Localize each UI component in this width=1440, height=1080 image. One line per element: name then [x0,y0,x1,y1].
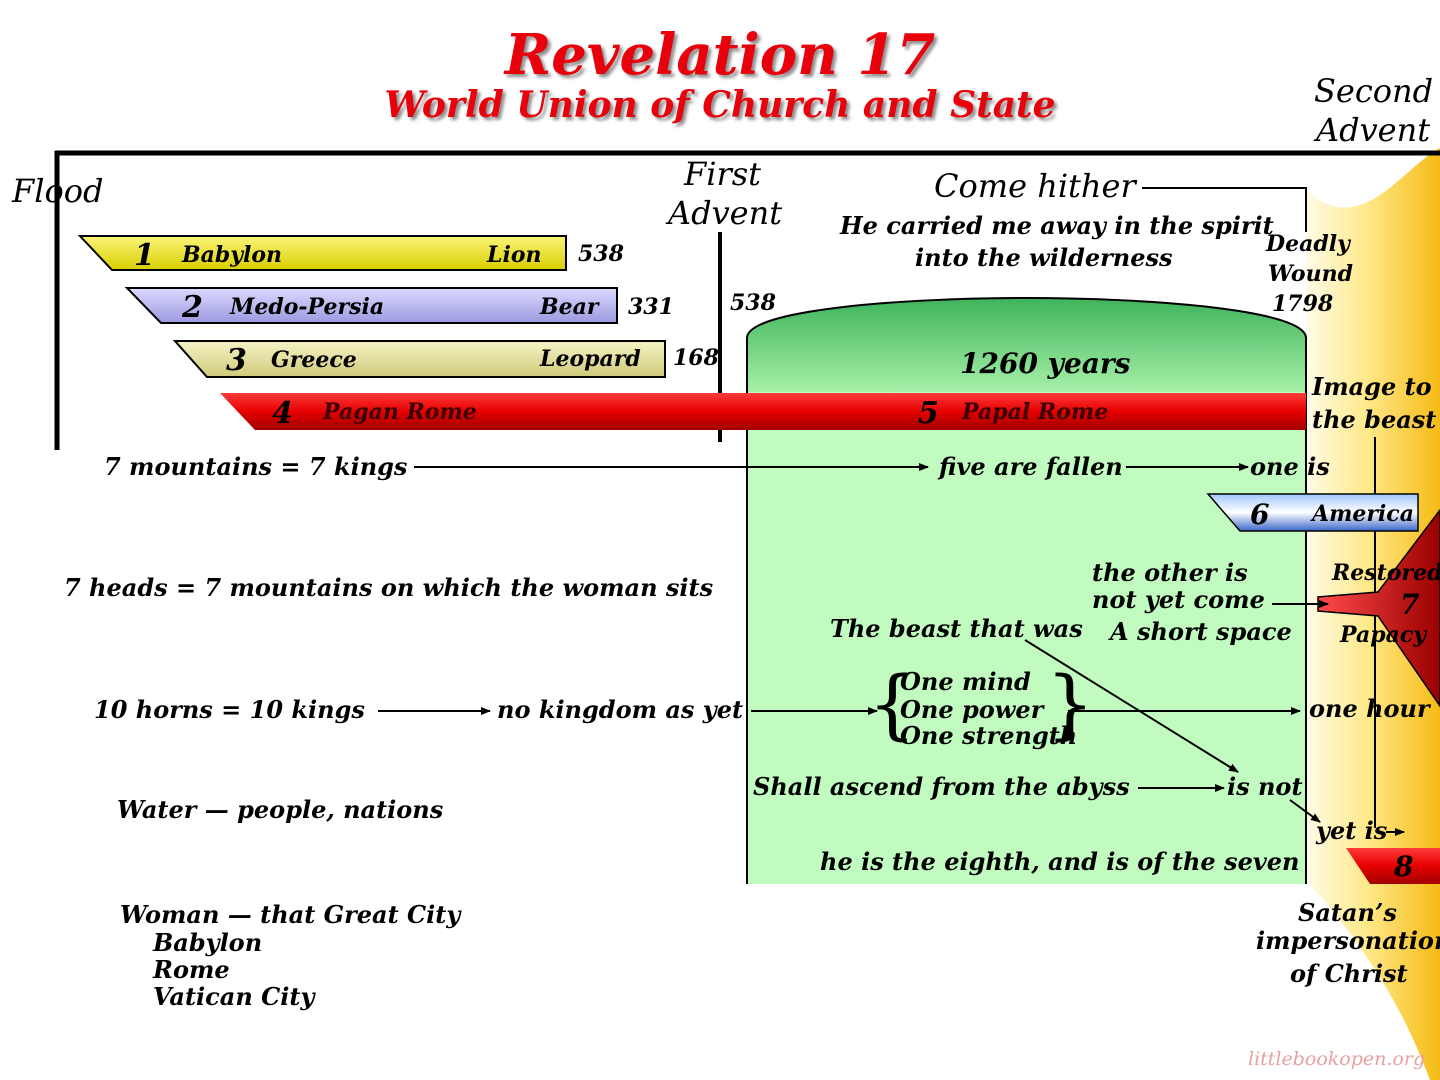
deadly-wound-1: Deadly [1266,231,1350,257]
america-name: America [1312,501,1414,527]
no-kingdom-yet: no kingdom as yet [497,695,744,724]
eighth-label: he is the eighth, and is of the seven [820,847,1300,876]
restored-papacy-shape [1317,508,1440,708]
five-are-fallen: five are fallen [939,452,1123,481]
woman-city: Woman — that Great City [120,900,461,929]
satan-3: of Christ [1290,959,1408,988]
mountains-kings: 7 mountains = 7 kings [104,452,408,481]
year-538-papal: 538 [730,290,776,316]
one-hour: one hour [1309,694,1430,723]
carried-away-line-2: into the wilderness [915,243,1173,272]
second-advent-label-1: Second [1314,72,1434,110]
kingdom-bar-1 [77,235,567,271]
short-space: A short space [1110,617,1292,646]
page-title: Revelation 17 [504,22,936,88]
kingdom-2-name: Medo-Persia [230,294,385,320]
eighth-bar [1346,848,1440,884]
satan-1: Satan’s [1298,898,1397,927]
is-not: is not [1227,772,1303,801]
image-to-beast-2: the beast [1312,405,1437,434]
kingdom-4-num: 4 [272,396,293,431]
other-not-yet-1: the other is [1092,558,1248,587]
come-hither-bracket [1142,187,1307,232]
right-brace: } [1046,659,1095,748]
one-mind: One mind [900,667,1031,696]
years-1260-label: 1260 years [960,347,1131,380]
deadly-wound-2: Wound [1268,261,1353,287]
kingdom-3-beast: Leopard [540,346,641,372]
kingdom-bar-4-5 [220,393,1306,430]
carried-away-line-1: He carried me away in the spirit [840,211,1274,240]
kingdom-4-name: Pagan Rome [323,399,477,425]
wilderness-dome [747,298,1306,392]
kingdom-2-year: 331 [628,294,674,320]
horns-kings: 10 horns = 10 kings [94,695,365,724]
restored-num: 7 [1400,588,1420,621]
come-hither-label: Come hither [934,167,1136,205]
left-brace: { [868,659,917,748]
deadly-wound-year: 1798 [1272,291,1334,317]
kingdom-3-num: 3 [226,343,247,378]
kingdom-3-name: Greece [271,347,357,373]
city-vatican: Vatican City [153,982,315,1011]
america-bar [1206,493,1419,532]
beast-that-was: The beast that was [830,614,1083,643]
satan-2: impersonation [1256,926,1440,955]
kingdom-2-beast: Bear [540,294,599,320]
yet-is: yet is [1316,816,1388,845]
water-nations: Water — people, nations [117,795,444,824]
other-not-yet-2: not yet come [1092,585,1265,614]
kingdom-bar-3 [172,340,666,378]
kingdom-5-num: 5 [918,396,939,431]
city-rome: Rome [153,955,230,984]
america-num: 6 [1250,498,1270,531]
city-babylon: Babylon [153,928,263,957]
image-to-beast-1: Image to [1312,372,1432,401]
kingdom-1-name: Babylon [182,242,283,268]
kingdom-bar-2 [124,287,618,324]
one-power: One power [900,695,1044,724]
wilderness-body [747,362,1306,884]
kingdom-3-year: 168 [673,345,719,371]
page-subtitle: World Union of Church and State [384,84,1056,126]
kingdom-5-name: Papal Rome [962,399,1109,425]
one-strength: One strength [900,721,1078,750]
restored-label: Restored [1332,560,1440,586]
kingdom-2-num: 2 [182,290,203,325]
second-advent-label-2: Advent [1316,111,1431,149]
papacy-label: Papacy [1340,622,1427,648]
first-advent-label-1: First [684,155,762,193]
eighth-num: 8 [1394,850,1414,883]
one-is: one is [1250,452,1330,481]
heads-mountains: 7 heads = 7 mountains on which the woman… [64,573,714,602]
kingdom-1-year: 538 [578,241,624,267]
ascend-abyss: Shall ascend from the abyss [753,772,1130,801]
kingdom-1-beast: Lion [487,242,542,268]
watermark: littlebookopen.org [1248,1048,1426,1070]
flood-label: Flood [12,172,104,210]
first-advent-label-2: Advent [668,194,783,232]
kingdom-1-num: 1 [134,238,155,273]
